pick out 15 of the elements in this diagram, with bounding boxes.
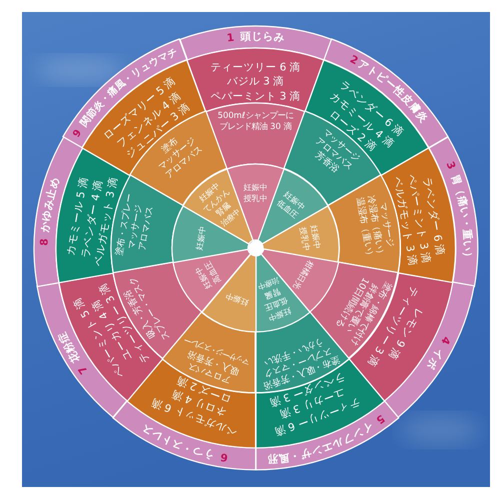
caution-text: 妊娠中 (224, 290, 250, 308)
method-text: 500mℓシャンプーにブレンド精油 30 滴 (216, 110, 294, 132)
caution-text: 授乳中 (243, 192, 268, 204)
symptom-heading: 7 花粉症 (56, 330, 90, 376)
oil-recipe-text: バジル 3 滴 (226, 74, 284, 89)
symptom-heading: 8 かゆみ止め (38, 175, 62, 246)
symptom-heading: 1 頭じらみ (226, 30, 286, 44)
caution-text: 妊娠中 (243, 182, 268, 192)
caution-text: 妊娠中 (308, 224, 323, 250)
symptom-heading: 4 イボ (424, 334, 452, 372)
caution-text: 柑橘日光 (290, 258, 316, 292)
oil-recipe-text: ティーツリー 6 滴 (210, 60, 301, 74)
oil-recipe-text: ペパーミント 3 滴 (210, 88, 301, 104)
caution-text: 妊娠中 (194, 225, 209, 251)
caution-text: 授乳中 (296, 226, 311, 252)
